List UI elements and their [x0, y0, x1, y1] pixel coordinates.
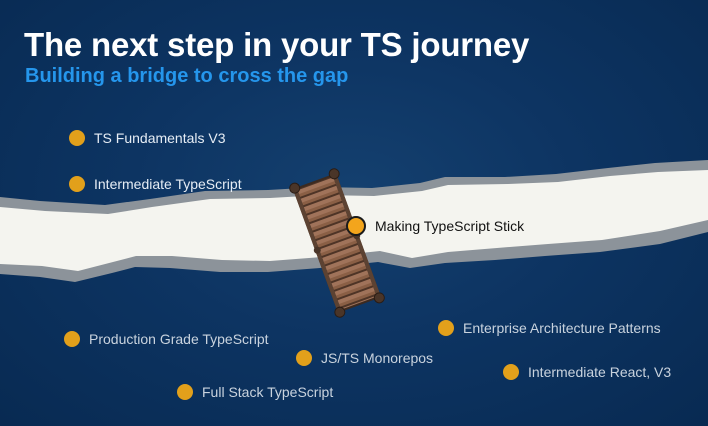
topic-dot-icon	[296, 350, 312, 366]
current-topic-dot-icon	[346, 216, 366, 236]
topic-label: Intermediate React, V3	[528, 364, 672, 380]
topic-making-typescript-stick: Making TypeScript Stick	[346, 216, 524, 236]
topic-label: TS Fundamentals V3	[94, 130, 226, 146]
topic-production-grade: Production Grade TypeScript	[64, 331, 269, 347]
topic-dot-icon	[503, 364, 519, 380]
topic-dot-icon	[438, 320, 454, 336]
topic-dot-icon	[69, 176, 85, 192]
topic-label: Making TypeScript Stick	[375, 218, 525, 234]
topic-label: Intermediate TypeScript	[94, 176, 242, 192]
topic-ts-fundamentals: TS Fundamentals V3	[69, 130, 226, 146]
topic-intermediate-react: Intermediate React, V3	[503, 364, 671, 380]
slide-subtitle: Building a bridge to cross the gap	[25, 65, 349, 87]
topic-label: Production Grade TypeScript	[89, 331, 269, 347]
topic-intermediate-typescript: Intermediate TypeScript	[69, 176, 242, 192]
slide-title: The next step in your TS journey	[24, 26, 530, 63]
topic-dot-icon	[177, 384, 193, 400]
topic-label: Enterprise Architecture Patterns	[463, 320, 661, 336]
topic-label: Full Stack TypeScript	[202, 384, 334, 400]
topic-dot-icon	[69, 130, 85, 146]
topic-full-stack: Full Stack TypeScript	[177, 384, 333, 400]
topic-enterprise-architecture: Enterprise Architecture Patterns	[438, 320, 661, 336]
topic-dot-icon	[64, 331, 80, 347]
topic-label: JS/TS Monorepos	[321, 350, 434, 366]
topic-monorepos: JS/TS Monorepos	[296, 350, 433, 366]
